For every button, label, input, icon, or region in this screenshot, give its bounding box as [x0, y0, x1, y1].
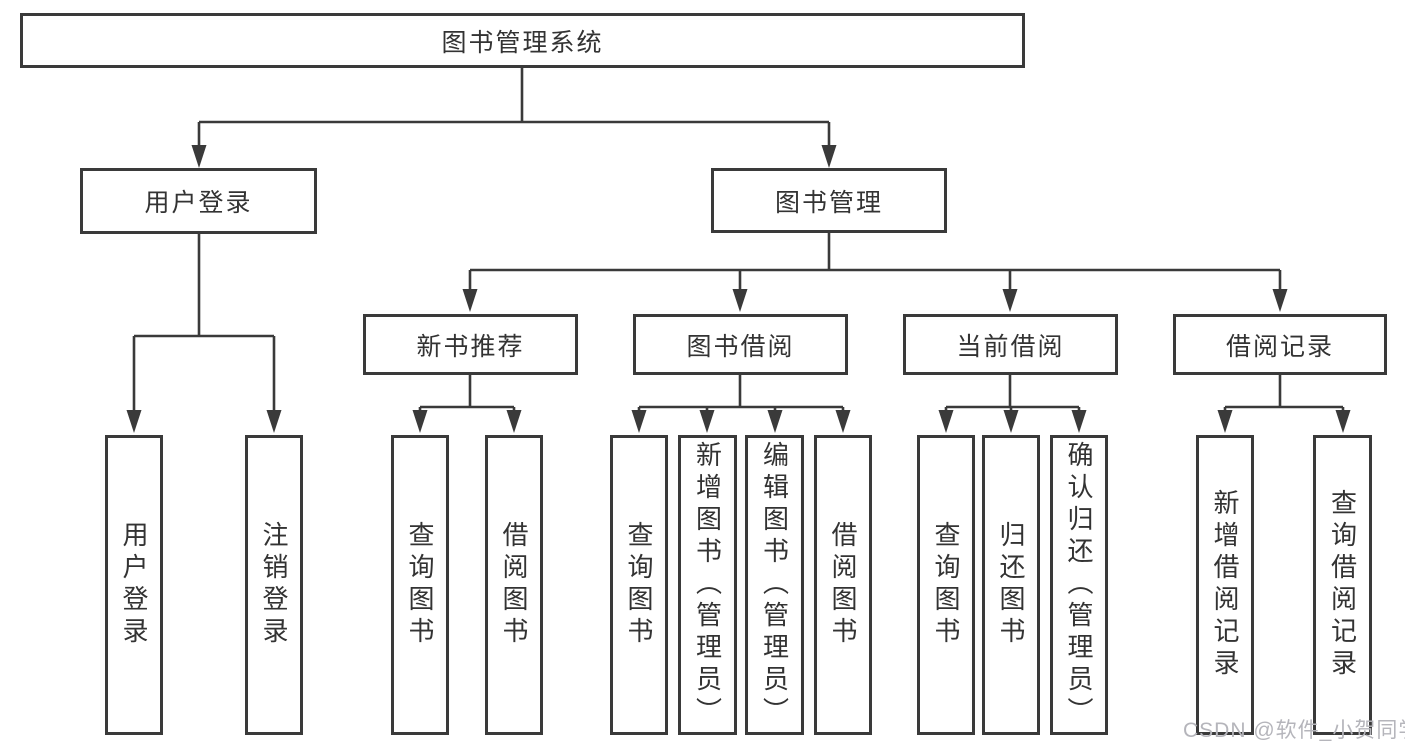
- leaf-newbooks-borrow-label: 借阅图书: [499, 521, 529, 649]
- node-current-borrow-label: 当前借阅: [956, 332, 1065, 361]
- leaf-records-add-label: 新增借阅记录: [1210, 489, 1240, 681]
- leaf-borrow-query-label: 查询图书: [624, 521, 654, 649]
- leaf-user-login: 用户登录: [105, 435, 163, 735]
- node-new-book-recommend-label: 新书推荐: [416, 332, 525, 361]
- node-user-login-label: 用户登录: [144, 189, 253, 217]
- node-new-book-recommend: 新书推荐: [363, 314, 578, 375]
- leaf-newbooks-query: 查询图书: [391, 435, 449, 735]
- leaf-borrow-add-admin-label: 新增图书（管理员）: [692, 441, 723, 729]
- leaf-newbooks-borrow: 借阅图书: [485, 435, 543, 735]
- leaf-current-query: 查询图书: [917, 435, 975, 735]
- node-root: 图书管理系统: [20, 13, 1025, 68]
- leaf-current-confirm-admin-label: 确认归还（管理员）: [1064, 441, 1094, 729]
- leaf-records-query-label: 查询借阅记录: [1327, 489, 1358, 681]
- node-root-label: 图书管理系统: [441, 28, 604, 57]
- node-book-management: 图书管理: [711, 168, 947, 233]
- leaf-logout: 注销登录: [245, 435, 303, 735]
- leaf-current-query-label: 查询图书: [931, 521, 961, 649]
- node-book-borrow-label: 图书借阅: [686, 332, 795, 361]
- leaf-borrow-edit-admin-label: 编辑图书（管理员）: [759, 441, 790, 729]
- leaf-borrow-query: 查询图书: [610, 435, 668, 735]
- leaf-records-query: 查询借阅记录: [1313, 435, 1372, 735]
- leaf-borrow-add-admin: 新增图书（管理员）: [678, 435, 737, 735]
- leaf-newbooks-query-label: 查询图书: [405, 521, 435, 649]
- node-book-borrow: 图书借阅: [633, 314, 848, 375]
- node-book-management-label: 图书管理: [774, 188, 883, 217]
- leaf-borrow-borrow-label: 借阅图书: [828, 521, 858, 649]
- node-current-borrow: 当前借阅: [903, 314, 1118, 375]
- leaf-current-return-label: 归还图书: [996, 521, 1026, 649]
- leaf-borrow-borrow: 借阅图书: [814, 435, 872, 735]
- node-borrow-records-label: 借阅记录: [1225, 332, 1334, 361]
- leaf-borrow-edit-admin: 编辑图书（管理员）: [745, 435, 804, 735]
- leaf-logout-label: 注销登录: [259, 521, 289, 649]
- leaf-user-login-label: 用户登录: [119, 521, 149, 649]
- node-user-login: 用户登录: [80, 168, 317, 234]
- leaf-current-return: 归还图书: [982, 435, 1040, 735]
- leaf-current-confirm-admin: 确认归还（管理员）: [1050, 435, 1108, 735]
- leaf-records-add: 新增借阅记录: [1196, 435, 1254, 735]
- node-borrow-records: 借阅记录: [1173, 314, 1387, 375]
